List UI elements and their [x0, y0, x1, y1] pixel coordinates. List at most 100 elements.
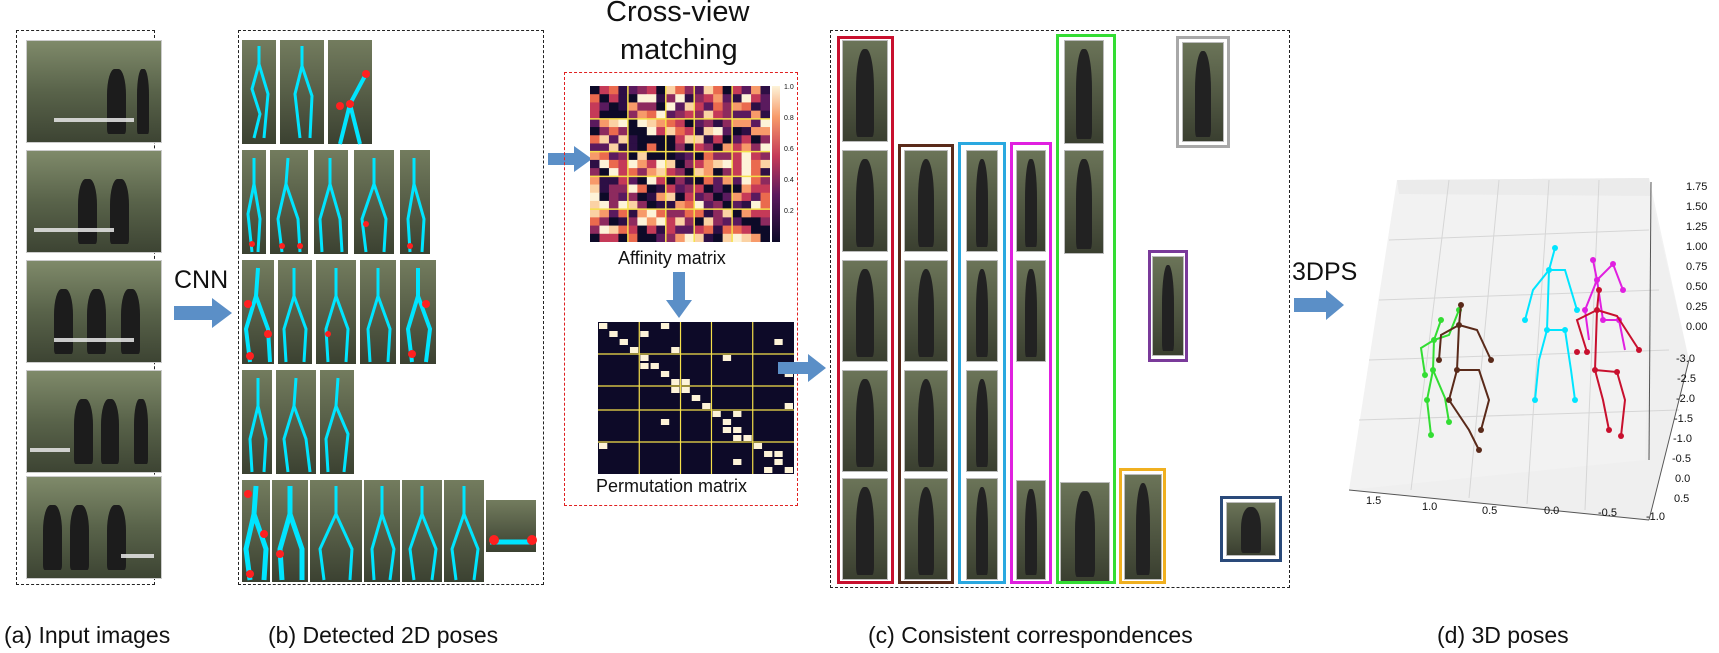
affinity-cell [694, 135, 705, 144]
affinity-cell [675, 135, 686, 144]
affinity-cell [732, 176, 742, 185]
affinity-cell [741, 102, 752, 112]
grid-lines [1358, 179, 1680, 511]
affinity-cell [703, 200, 714, 210]
affinity-cell [665, 159, 676, 169]
affinity-cell [722, 209, 733, 218]
affinity-cell [751, 127, 761, 136]
person-silhouette [1025, 488, 1037, 576]
affinity-matrix-label: Affinity matrix [618, 248, 726, 268]
affinity-cell [760, 110, 770, 120]
affinity-cell [599, 200, 610, 210]
affinity-cell [694, 176, 705, 185]
permutation-cell [702, 403, 711, 409]
3dps-arrow [1294, 290, 1344, 320]
affinity-cell [608, 225, 619, 235]
track-box-magenta [1010, 142, 1052, 584]
permutation-cell [784, 467, 793, 473]
affinity-cell [760, 176, 770, 185]
permutation-cell [660, 323, 670, 329]
affinity-cell [675, 225, 686, 235]
affinity-cell [741, 143, 752, 153]
person-silhouette [1135, 483, 1151, 575]
affinity-cell [608, 151, 619, 161]
affinity-cell [608, 135, 619, 144]
input-image-3 [26, 260, 162, 363]
affinity-cell [703, 184, 714, 194]
affinity-cell [599, 159, 610, 169]
affinity-cell [637, 209, 648, 218]
person-silhouette [976, 379, 988, 467]
affinity-cell [703, 209, 714, 218]
affinity-cell [741, 200, 752, 210]
affinity-cell [590, 143, 600, 153]
affinity-cell [760, 159, 770, 169]
permutation-cell [733, 411, 742, 417]
affinity-cell [684, 209, 695, 218]
affinity-cell [590, 102, 600, 112]
permutation-cell [733, 459, 742, 465]
affinity-cell [694, 86, 705, 95]
3d-pose-plot [1349, 178, 1690, 521]
affinity-cell [618, 209, 629, 218]
permutation-cell [671, 347, 680, 353]
affinity-cell [627, 192, 638, 202]
permutation-matrix-label: Permutation matrix [596, 476, 748, 496]
affinity-cell [608, 217, 619, 226]
affinity-cell [684, 127, 695, 136]
affinity-cell [599, 151, 610, 161]
affinity-cell [646, 184, 657, 194]
permutation-cell [671, 387, 680, 393]
affinity-cell [703, 135, 714, 144]
track-box-green [1056, 34, 1116, 584]
affinity-cell [760, 192, 770, 202]
affinity-cell [684, 200, 695, 210]
person-crop [842, 260, 888, 362]
affinity-cell [599, 143, 610, 153]
affinity-cell [637, 118, 648, 128]
permutation-cell [753, 443, 763, 449]
affinity-cell [637, 151, 648, 161]
affinity-cell [627, 102, 638, 112]
affinity-cell [741, 209, 752, 218]
pose-crop-row-2 [242, 150, 430, 254]
affinity-cell [760, 225, 770, 235]
affinity-cell [665, 143, 676, 153]
affinity-cell [646, 127, 657, 136]
affinity-cell [732, 168, 742, 177]
person-crop [904, 478, 948, 580]
affinity-cell [713, 127, 724, 136]
affinity-cell [618, 135, 629, 144]
affinity-cell [618, 176, 629, 185]
affinity-cell [732, 233, 742, 242]
affinity-cell [760, 233, 770, 242]
affinity-cell [608, 176, 619, 185]
affinity-cell [608, 168, 619, 177]
affinity-cell [646, 94, 657, 103]
affinity-cell [665, 184, 676, 194]
affinity-cell [741, 135, 752, 144]
affinity-cell [722, 176, 733, 185]
x-tick: -0.5 [1598, 507, 1617, 519]
affinity-cell [675, 127, 686, 136]
affinity-cell [637, 86, 648, 95]
affinity-cell [684, 176, 695, 185]
affinity-cell [665, 102, 676, 112]
affinity-cell [590, 233, 600, 242]
affinity-cell [646, 192, 657, 202]
affinity-cell [732, 86, 742, 95]
person-crop [842, 478, 888, 580]
affinity-cell [751, 184, 761, 194]
person-crop [1064, 40, 1104, 144]
affinity-cell [713, 217, 724, 226]
affinity-cell [684, 217, 695, 226]
affinity-cell [741, 118, 752, 128]
affinity-cell [760, 184, 770, 194]
permutation-cell [660, 371, 670, 377]
person-crop [1016, 150, 1046, 252]
x-axis-ticks: 1.5 1.0 0.5 0.0 -0.5 -1.0 [1366, 496, 1676, 523]
colorbar-tick: 0.6 [784, 146, 794, 153]
affinity-cell [599, 135, 610, 144]
affinity-cell [713, 118, 724, 128]
person-crop [842, 40, 888, 142]
